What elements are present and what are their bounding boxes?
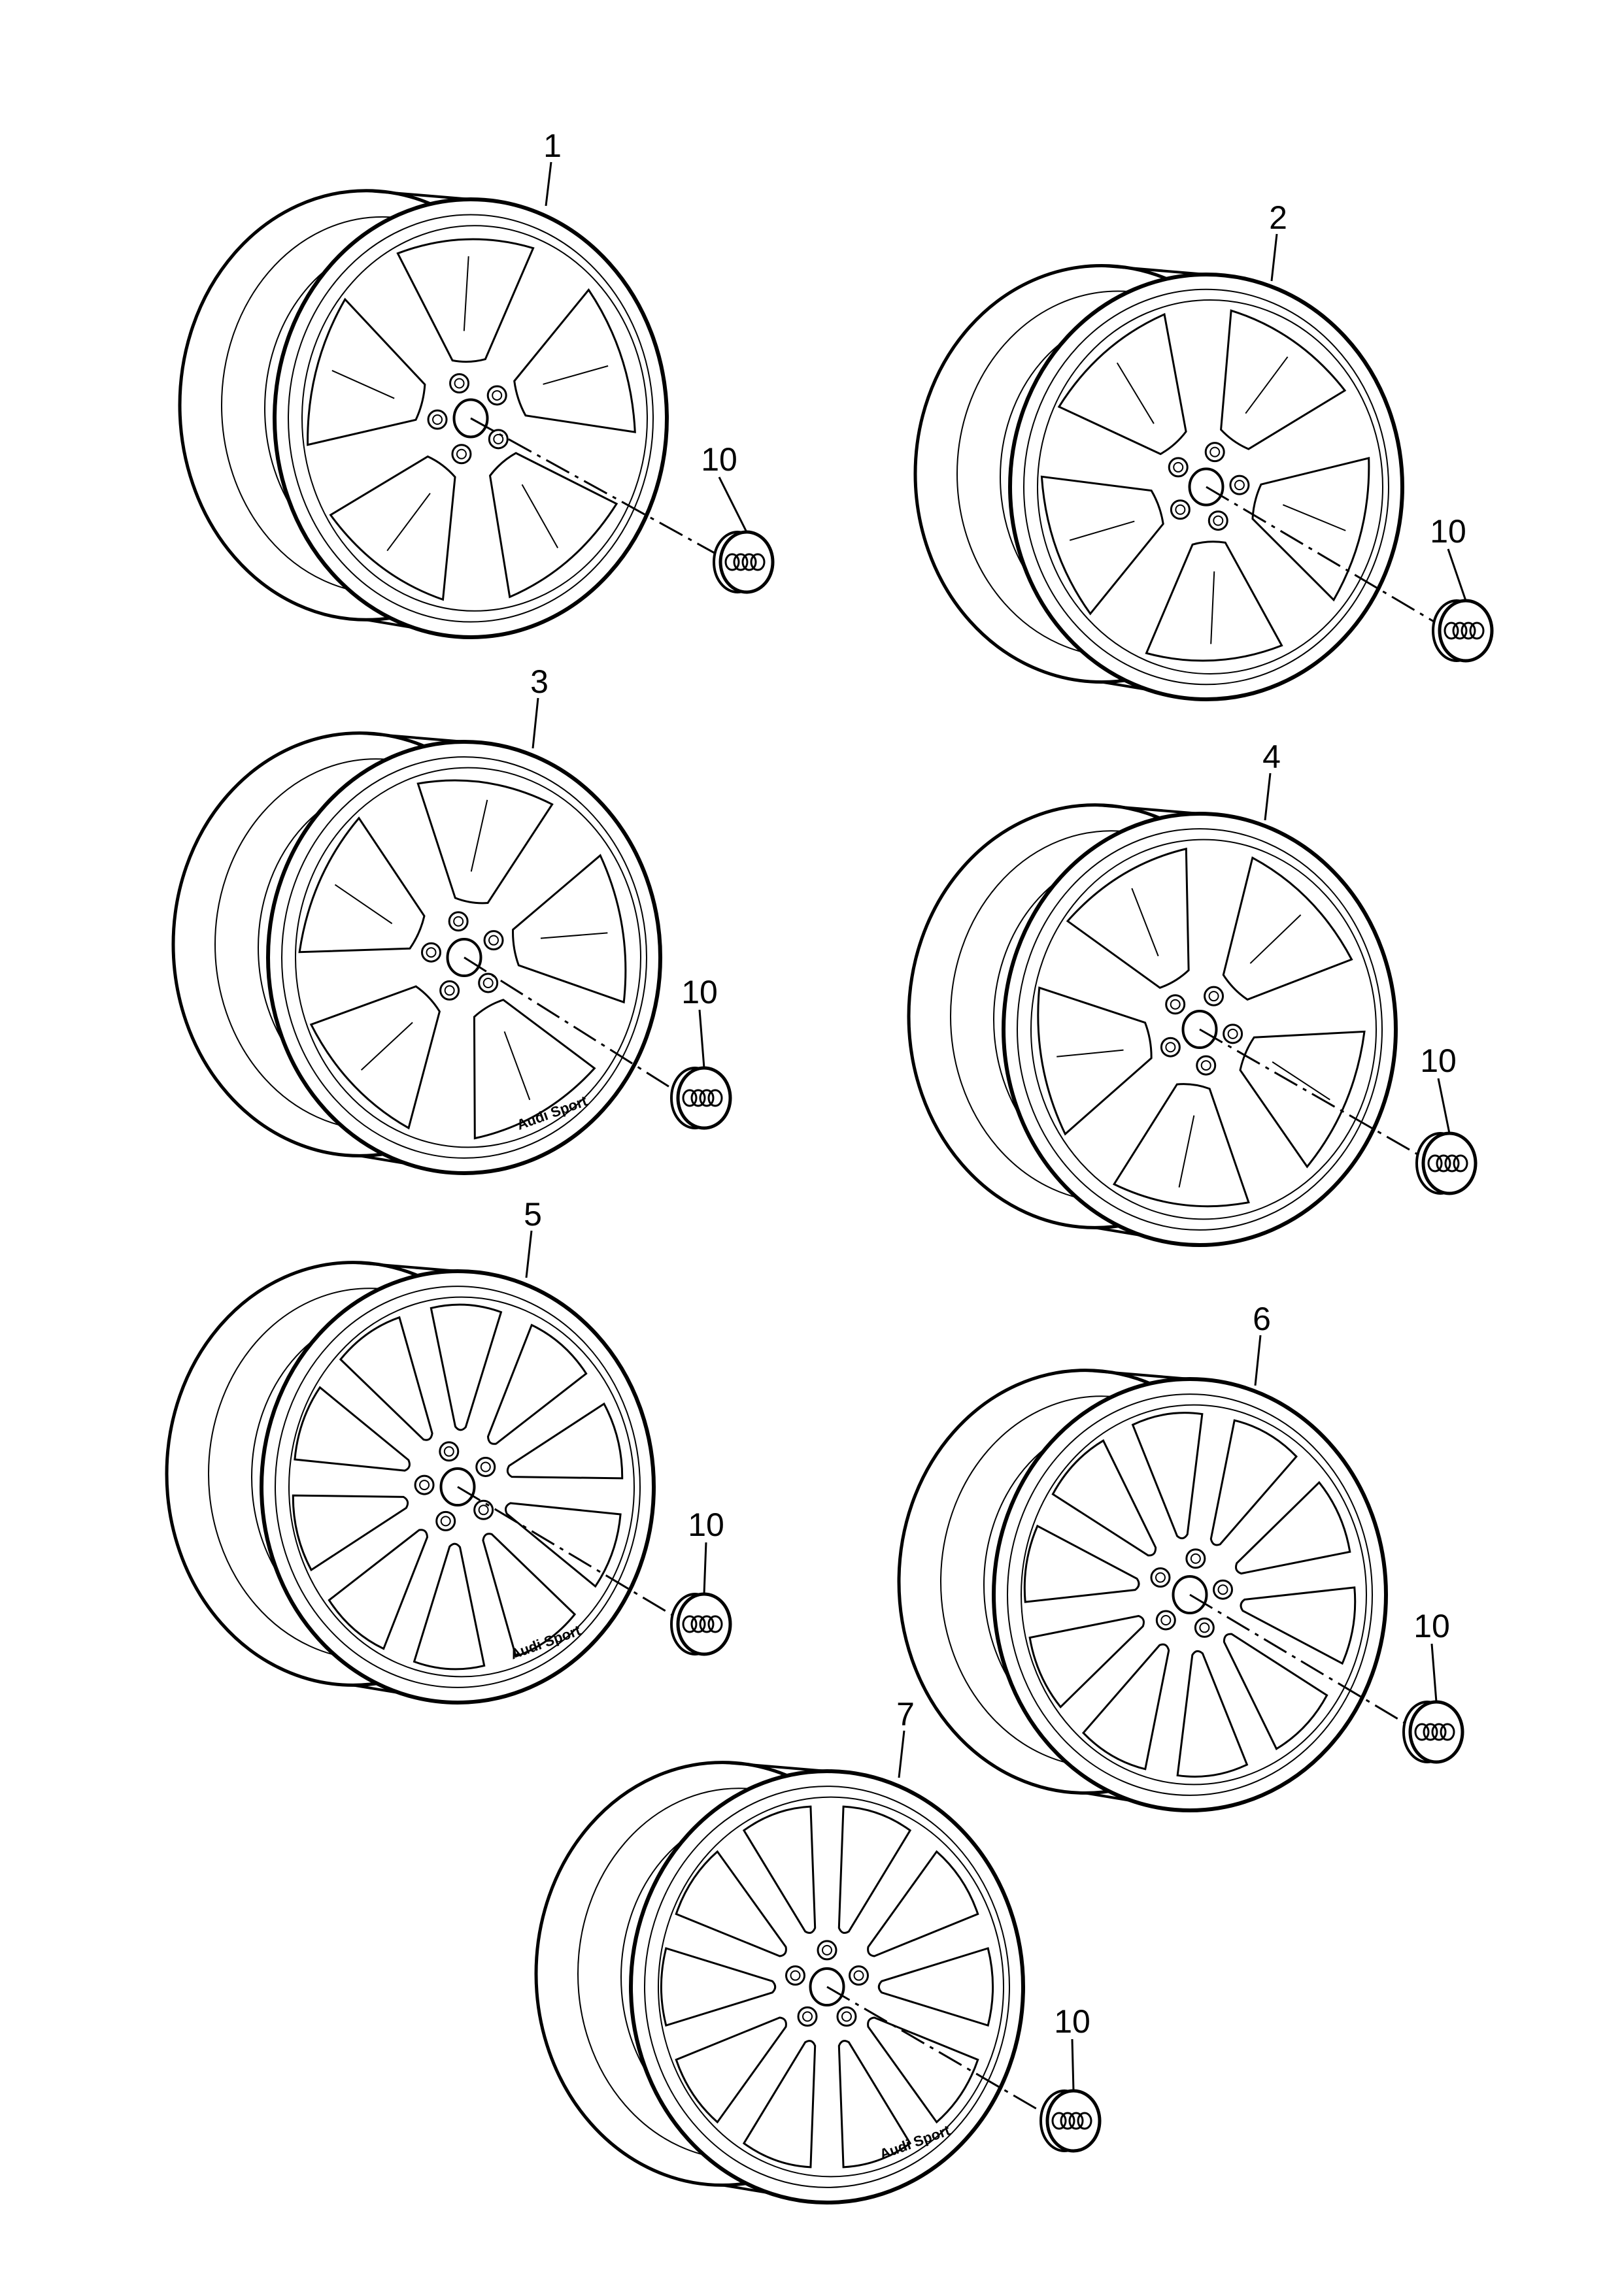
hub-cap: 10 — [701, 441, 775, 594]
cap-callout-label: 10 — [1430, 513, 1466, 550]
cap-callout-label: 10 — [701, 441, 737, 478]
wheel-callout-label: 5 — [524, 1196, 542, 1233]
axis-line — [470, 417, 720, 557]
wheel-2: 2 10 — [913, 199, 1494, 701]
cap-callout-label: 10 — [688, 1506, 724, 1543]
hub-cap-rings-icon — [670, 1066, 732, 1130]
leader-line — [1264, 773, 1272, 821]
hub-cap-rings-icon — [670, 1592, 732, 1656]
alloy-wheel-icon — [897, 1369, 1388, 1812]
hub-cap-rings-icon — [1432, 599, 1494, 663]
hub-cap: 10 — [670, 974, 732, 1130]
hub-cap-rings-icon — [1402, 1700, 1464, 1764]
leader-line — [1447, 548, 1467, 601]
hub-cap: 10 — [1430, 513, 1494, 663]
cap-callout-label: 10 — [681, 974, 718, 1010]
wheel-callout-label: 3 — [530, 663, 549, 700]
cap-callout-label: 10 — [1420, 1042, 1457, 1079]
wheel-callout-label: 2 — [1269, 199, 1287, 236]
leader-line — [703, 1542, 707, 1595]
alloy-wheel-icon — [178, 189, 669, 639]
wheel-callout-label: 1 — [543, 127, 562, 164]
wheel-4: 4 10 — [907, 739, 1478, 1247]
axis-line — [1206, 486, 1439, 625]
hub-cap: 10 — [1039, 2003, 1102, 2153]
leader-line — [1430, 1643, 1438, 1703]
wheel-6: 6 10 — [897, 1301, 1464, 1812]
wheel-callout-label: 6 — [1253, 1301, 1271, 1337]
alloy-wheel-icon — [907, 803, 1398, 1247]
leader-line — [1270, 233, 1278, 282]
hub-cap: 10 — [1415, 1042, 1478, 1195]
wheel-callout-label: 7 — [896, 1696, 915, 1733]
wheel-1: 1 10 — [178, 127, 775, 639]
leader-line — [545, 161, 552, 207]
cap-callout-label: 10 — [1413, 1608, 1450, 1644]
hub-cap-rings-icon — [713, 530, 775, 594]
hub-cap-rings-icon — [1039, 2089, 1102, 2153]
wheel-callout-label: 4 — [1262, 739, 1281, 775]
leader-line — [1254, 1335, 1262, 1386]
hub-cap-rings-icon — [1415, 1131, 1478, 1195]
hub-cap: 10 — [1402, 1608, 1464, 1764]
leader-line — [898, 1730, 905, 1778]
hub-cap: 10 — [670, 1506, 732, 1656]
leader-line — [532, 697, 539, 749]
leader-line — [1071, 2038, 1075, 2091]
cap-callout-label: 10 — [1054, 2003, 1090, 2040]
alloy-wheel-icon — [534, 1761, 1025, 2204]
leader-line — [698, 1009, 705, 1069]
alloy-wheel-icon — [913, 264, 1404, 701]
leader-line — [718, 476, 748, 533]
leader-line — [525, 1230, 533, 1278]
leader-line — [1437, 1078, 1451, 1134]
